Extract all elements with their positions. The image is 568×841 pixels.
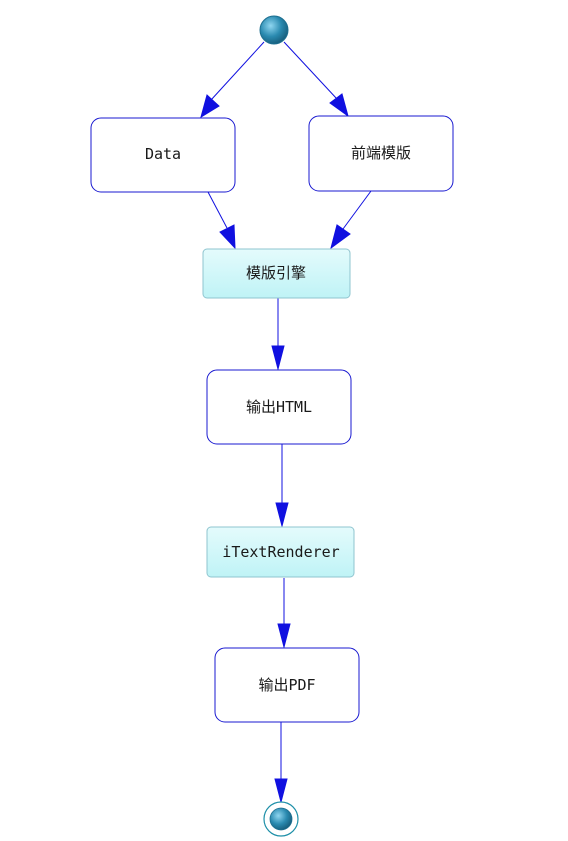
edge-start-to-frontend-template [283,41,349,118]
node-output-pdf: 输出PDF [214,647,360,723]
node-template-engine: 模版引擎 [202,248,351,299]
node-template-engine-label: 模版引擎 [246,264,306,282]
edge-output-pdf-to-end [274,722,288,804]
edge-start-to-data [200,41,265,119]
end-node [263,801,299,837]
node-data-label: Data [145,145,181,163]
node-itext-renderer: iTextRenderer [206,526,355,578]
node-output-pdf-label: 输出PDF [258,676,315,694]
node-data: Data [90,117,236,193]
start-node [259,15,289,45]
node-output-html-label: 输出HTML [246,398,312,416]
edge-template-engine-to-output-html [271,298,285,371]
node-frontend-template: 前端模版 [308,115,454,192]
node-frontend-template-label: 前端模版 [351,144,411,162]
edge-itext-renderer-to-output-pdf [277,578,291,649]
node-output-html: 输出HTML [206,369,352,445]
edge-output-html-to-itext-renderer [275,444,289,528]
node-itext-renderer-label: iTextRenderer [222,543,339,561]
edge-data-to-template-engine [207,191,236,250]
edge-frontend-template-to-template-engine [330,190,372,250]
